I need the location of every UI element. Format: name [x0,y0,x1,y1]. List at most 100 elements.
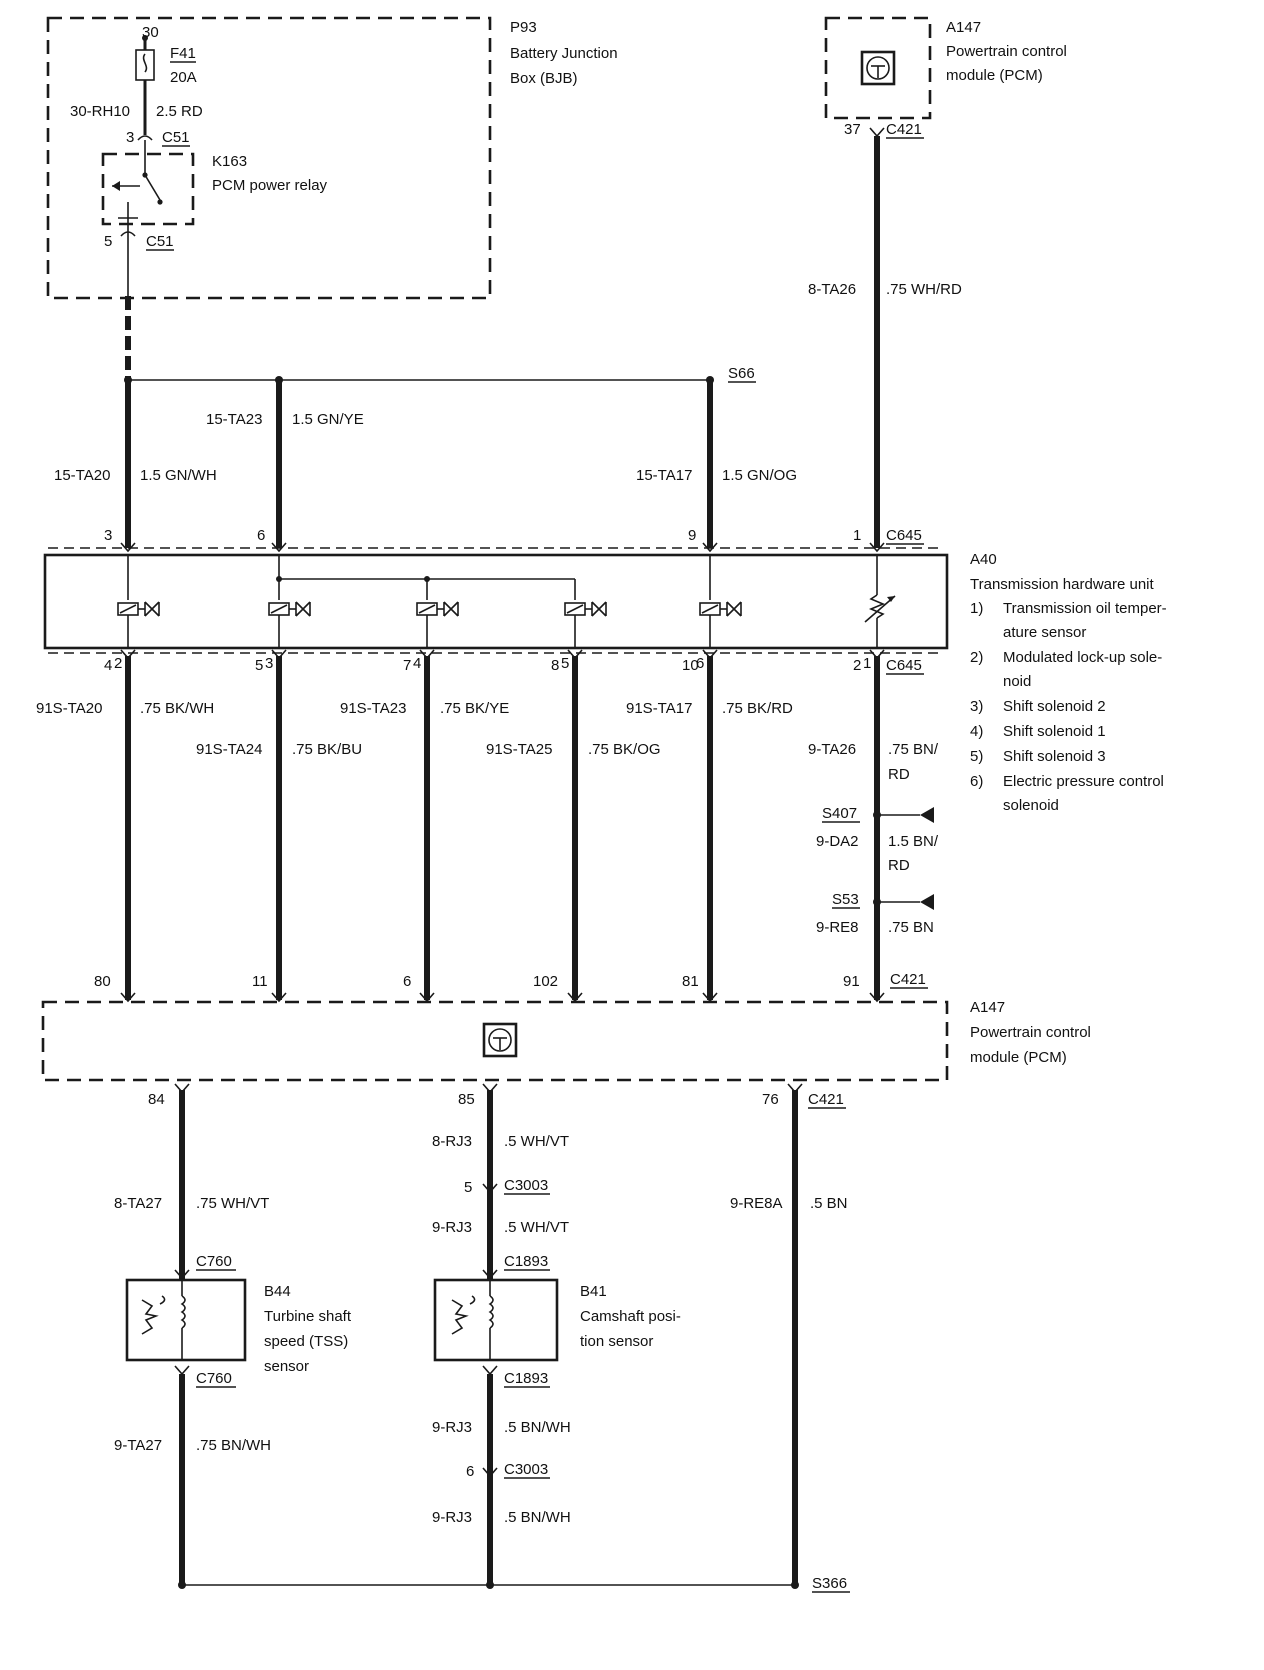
wire-91sta23-circuit: 91S-TA23 [340,700,406,717]
c1893-bottom-label: C1893 [504,1370,548,1387]
legend-text: solenoid [1003,797,1059,814]
a147-mid-line1: Powertrain control [970,1024,1091,1041]
wire-8rj3-circuit: 8-RJ3 [432,1133,472,1150]
c421-top-pin-37: 37 [844,121,861,138]
b44-line3: sensor [264,1358,309,1375]
wire-9rj3-b-circuit: 9-RJ3 [432,1419,472,1436]
c3003-top-label: C3003 [504,1177,548,1194]
wire-9ta26-circuit: 9-TA26 [808,741,856,758]
oil-temp-sensor [864,594,896,648]
comp-num-4: 4 [413,655,421,672]
p93-line2: Box (BJB) [510,70,578,87]
b41-line2: tion sensor [580,1333,653,1350]
comp-num-2: 2 [114,655,122,672]
solenoid-4-shift1 [416,601,459,648]
c645-top-pin-6: 6 [257,527,265,544]
c421-low-pin-84: 84 [148,1091,165,1108]
wire-91sta25-circuit: 91S-TA25 [486,741,552,758]
wire-15ta20-circuit: 15-TA20 [54,467,110,484]
wire-15ta20-spec: 1.5 GN/WH [140,467,217,484]
comp-num-3: 3 [265,655,273,672]
c645-top-pin-9: 9 [688,527,696,544]
c645-bot-pin-7: 7 [403,657,411,674]
c645-bot-pin-4: 4 [104,657,112,674]
valve-icon [144,601,160,617]
c645-bot-pin-5: 5 [255,657,263,674]
legend-text: ature sensor [1003,624,1086,641]
c421-mid-pin-91: 91 [843,973,860,990]
c3003-bottom-label: C3003 [504,1461,548,1478]
a147-pcm-mid: A147 Powertrain control module (PCM) [41,999,1091,1082]
fuse-f41-id: F41 [170,45,196,62]
c421-low-label: C421 [808,1091,844,1108]
wire-91sta25-spec: .75 BK/OG [588,741,661,758]
c421-mid-label: C421 [890,971,926,988]
c645-bot-pin-2: 2 [853,657,861,674]
s366-label: S366 [812,1575,847,1592]
wire-91sta20-spec: .75 BK/WH [140,700,214,717]
c3003-top-pin: 5 [464,1179,472,1196]
c760-bottom-label: C760 [196,1370,232,1387]
wire-15ta23-spec: 1.5 GN/YE [292,411,364,428]
fuse-pin-30: 30 [142,24,159,41]
legend-text: Shift solenoid 2 [1003,698,1106,715]
a40-legend: A40 Transmission hardware unit 1) Transm… [970,551,1167,814]
wire-91sta24-spec: .75 BK/BU [292,741,362,758]
b44-turbine-shaft-speed-sensor: B44 Turbine shaft speed (TSS) sensor [125,1278,352,1375]
wire-15ta23-circuit: 15-TA23 [206,411,262,428]
solenoid-5-shift3 [564,601,607,648]
legend-num: 4) [970,723,983,740]
wire-9re8-circuit: 9-RE8 [816,919,859,936]
c1893-top-label: C1893 [504,1253,548,1270]
a147-top-line2: module (PCM) [946,67,1043,84]
b41-line1: Camshaft posi- [580,1308,681,1325]
s53-label: S53 [832,891,859,908]
wire-91sta23-spec: .75 BK/YE [440,700,509,717]
b44-line2: speed (TSS) [264,1333,348,1350]
s407-label: S407 [822,805,857,822]
k163-id: K163 [212,153,247,170]
wire-15ta17-circuit: 15-TA17 [636,467,692,484]
valve-icon [295,601,311,617]
wire-9rj3-b-spec: .5 BN/WH [504,1419,571,1436]
s66-label: S66 [728,365,755,382]
gear-sensor-icon [141,1299,159,1335]
wire-9re8a-spec: .5 BN [810,1195,848,1212]
wire-9ta27-circuit: 9-TA27 [114,1437,162,1454]
gear-sensor-icon [451,1299,469,1335]
wire-15ta17-spec: 1.5 GN/OG [722,467,797,484]
legend-text: Transmission oil temper- [1003,600,1167,617]
comp-num-6: 6 [696,655,704,672]
wire-9rj3-a-spec: .5 WH/VT [504,1219,569,1236]
wire-9da2-spec2: RD [888,857,910,874]
pcm-icon [860,50,896,86]
k163-desc: PCM power relay [212,177,328,194]
wire-91sta20-circuit: 91S-TA20 [36,700,102,717]
wire-9ta26-spec2: RD [888,766,910,783]
wire-8ta27-spec: .75 WH/VT [196,1195,269,1212]
wire-91sta17-circuit: 91S-TA17 [626,700,692,717]
wire-9ta27-spec: .75 BN/WH [196,1437,271,1454]
c421-mid-pin-102: 102 [533,973,558,990]
p93-battery-junction-box: P93 Battery Junction Box (BJB) [46,16,618,300]
pcm-icon [482,1022,518,1058]
comp-num-1: 1 [863,655,871,672]
c421-low-pin-76: 76 [762,1091,779,1108]
c645-bot-pin-8: 8 [551,657,559,674]
c421-mid-pin-81: 81 [682,973,699,990]
c51-bottom-label: C51 [146,233,174,250]
wire-8ta26-circuit: 8-TA26 [808,281,856,298]
legend-num: 5) [970,748,983,765]
k163-pcm-power-relay: K163 PCM power relay [101,140,328,226]
c421-top-label: C421 [886,121,922,138]
wire-91sta17-spec: .75 BK/RD [722,700,793,717]
wire-9ta26-spec1: .75 BN/ [888,741,939,758]
wire-9da2-circuit: 9-DA2 [816,833,859,850]
wire-9re8-spec: .75 BN [888,919,934,936]
legend-text: Shift solenoid 3 [1003,748,1106,765]
valve-icon [591,601,607,617]
c51-top-label: C51 [162,129,190,146]
a147-pcm-top: A147 Powertrain control module (PCM) [824,16,1067,120]
wire-30rh10-spec: 2.5 RD [156,103,203,120]
a147-top-line1: Powertrain control [946,43,1067,60]
